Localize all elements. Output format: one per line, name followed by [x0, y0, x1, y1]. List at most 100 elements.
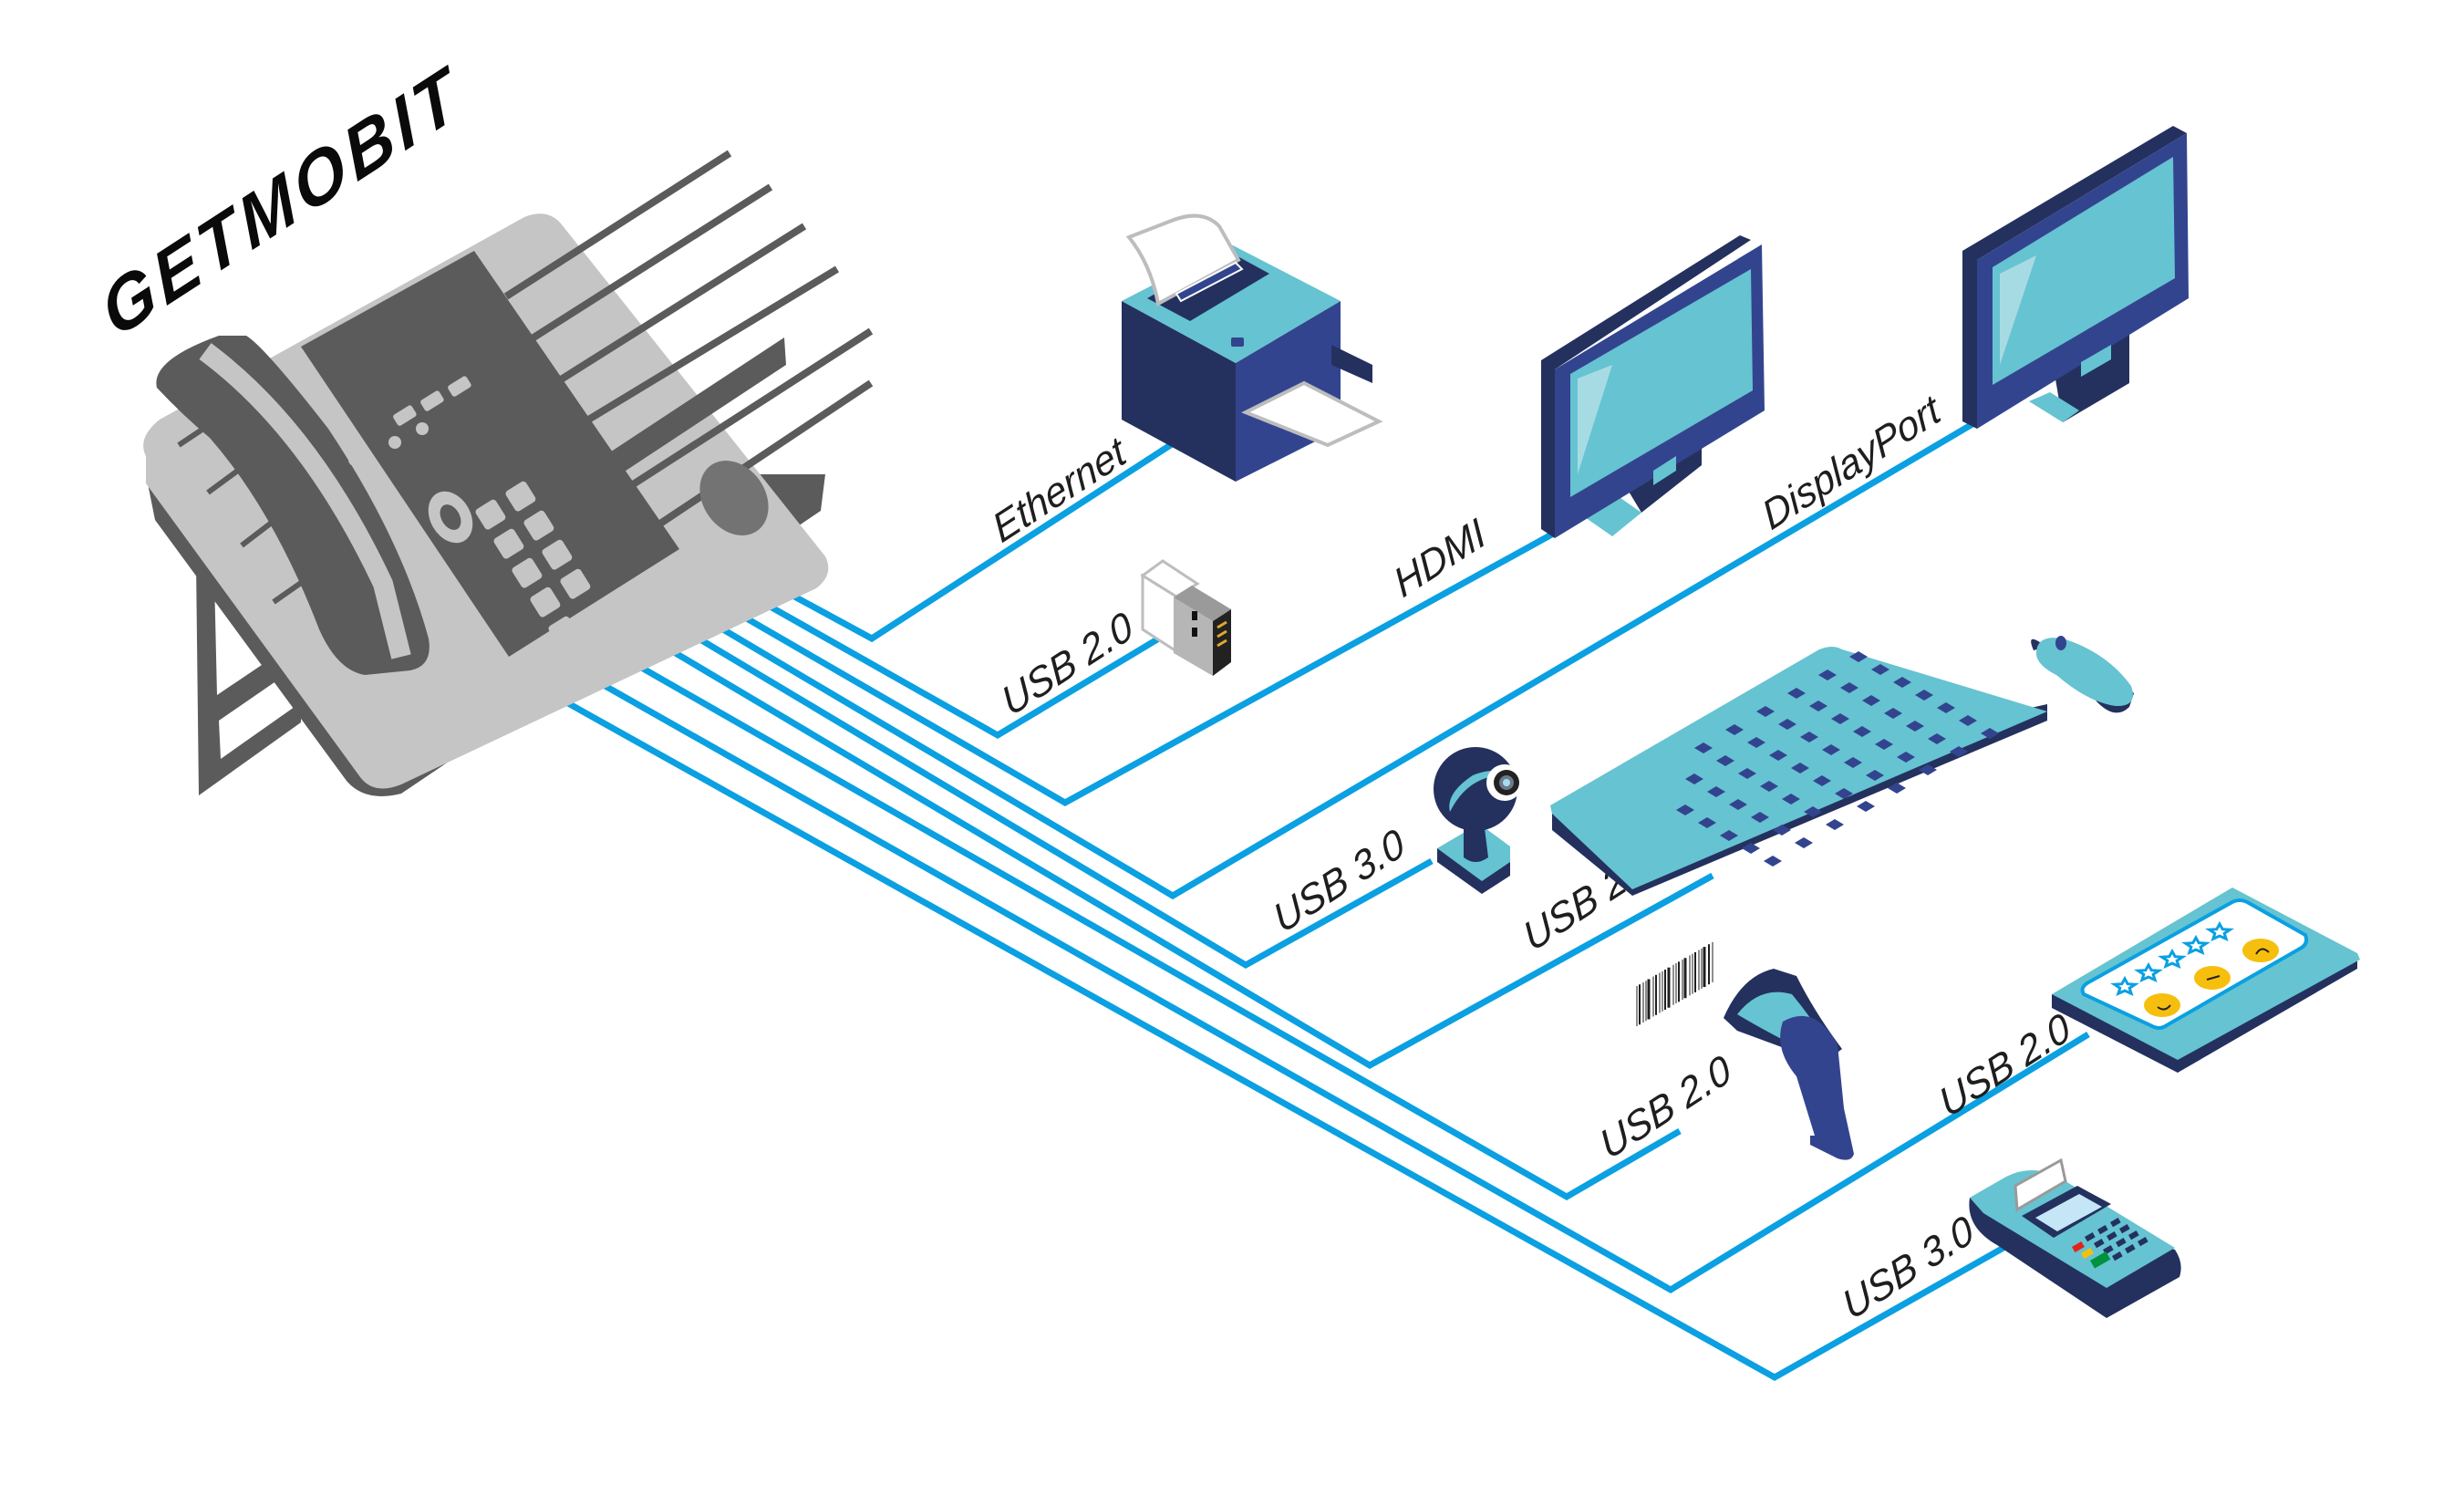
cable-displayport [706, 418, 1979, 900]
keyboard-key [1871, 664, 1889, 675]
keyboard-key [1707, 786, 1725, 797]
phone-handset [156, 336, 430, 675]
keyboard-key [1844, 757, 1862, 768]
keyboard-key [1698, 817, 1716, 828]
phone-stand [195, 483, 301, 795]
keyboard-icon [1550, 647, 2047, 896]
keyboard-key [1857, 801, 1875, 812]
phone-knob [699, 461, 769, 535]
cable-payment-terminal [558, 695, 2012, 1382]
phone-side-bar [597, 337, 786, 483]
payment-terminal-icon [1969, 1158, 2181, 1318]
keyboard-key [1826, 819, 1844, 830]
payment-key [2116, 1237, 2127, 1248]
keyboard-key [1835, 788, 1853, 799]
keyboard-key [1928, 733, 1946, 744]
keyboard-key [1760, 781, 1778, 792]
keyboard-key [1769, 750, 1787, 761]
keyboard-key [1937, 702, 1955, 713]
keyboard-key [1676, 805, 1694, 815]
keyboard-key [1685, 773, 1703, 784]
label-ethernet: Ethernet [986, 428, 1134, 552]
phone-keypad [348, 376, 591, 647]
keyboard-key [1716, 755, 1734, 766]
label-payment-terminal: USB 3.0 [1836, 1207, 1981, 1329]
phone-display-stripes [503, 150, 874, 533]
keyboard-keys [1676, 651, 1999, 867]
payment-key [2094, 1239, 2105, 1249]
cable-feedback-terminal [600, 680, 2090, 1294]
keyboard-key [1884, 708, 1902, 719]
payment-key [2124, 1244, 2136, 1254]
keyboard-key [1773, 825, 1791, 836]
keyboard-key [1888, 783, 1906, 794]
keyboard-key [1694, 742, 1713, 753]
barcode-scanner-icon [1724, 969, 1854, 1160]
mouse-icon [2031, 636, 2134, 713]
rating-star [2134, 961, 2163, 983]
rating-stars [2110, 920, 2234, 997]
payment-key [2112, 1251, 2123, 1261]
webcam-icon [1434, 747, 1523, 894]
keyboard-key [1809, 701, 1827, 711]
cable-hdmi [726, 524, 1567, 807]
keyboard-key [1840, 682, 1858, 693]
keyboard-key [1866, 770, 1884, 781]
usb-dongle-icon [1140, 559, 1231, 676]
payment-key [2097, 1224, 2108, 1235]
cable-ethernet [762, 431, 1189, 643]
payment-key [2119, 1224, 2130, 1234]
cable-barcode-scanner [637, 662, 1682, 1201]
label-barcode-scanner: USB 2.0 [1593, 1046, 1738, 1168]
payment-key [2110, 1218, 2121, 1228]
keyboard-key [1764, 856, 1782, 867]
keyboard-key [1897, 752, 1915, 763]
keyboard-key [1906, 721, 1924, 732]
keyboard-key [1756, 706, 1775, 717]
cable-keyboard [668, 646, 1714, 1070]
monitor-2-icon [1962, 126, 2189, 429]
label-displayport: DisplayPort [1755, 386, 1948, 539]
keyboard-key [1822, 744, 1840, 755]
monitor-1-icon [1541, 235, 1765, 538]
label-hdmi: HDMI [1387, 510, 1492, 607]
payment-key [2107, 1230, 2117, 1241]
cable-group [558, 418, 2090, 1382]
keyboard-key [1725, 724, 1744, 735]
barcode-icon [1636, 941, 1713, 1026]
keyboard-key [1782, 794, 1800, 805]
phone-side-rows [177, 410, 330, 605]
keyboard-key [1919, 764, 1937, 775]
keyboard-key [1751, 812, 1769, 823]
keyboard-key [1849, 651, 1868, 662]
keyboard-key [1742, 843, 1760, 854]
label-feedback-terminal: USB 2.0 [1932, 1004, 2077, 1126]
keyboard-key [1747, 737, 1765, 748]
keyboard-key [1831, 713, 1849, 724]
payment-key [2128, 1230, 2139, 1241]
keyboard-key [1791, 763, 1809, 773]
keyboard-key [1915, 690, 1933, 701]
keyboard-key [1778, 719, 1796, 730]
keyboard-key [1818, 670, 1837, 680]
label-group: Ethernet USB 2.0 HDMI DisplayPort USB 3.… [986, 386, 2077, 1329]
rating-star [2158, 948, 2187, 970]
rating-star [2181, 934, 2210, 956]
keyboard-key [1893, 677, 1911, 688]
printer-icon [1122, 213, 1383, 482]
keyboard-key [1813, 775, 1831, 786]
rating-star [2110, 975, 2139, 997]
keyboard-key [1981, 728, 1999, 739]
keyboard-key [1729, 799, 1747, 810]
keyboard-key [1787, 688, 1806, 699]
keyboard-key [1795, 837, 1813, 848]
keyboard-key [1853, 726, 1871, 737]
phone-handset-cord [199, 343, 411, 659]
keyboard-key [1950, 746, 1968, 757]
keyboard-key [1804, 806, 1822, 817]
rating-star [2205, 920, 2234, 942]
payment-key [2138, 1237, 2148, 1247]
keyboard-key [1720, 830, 1738, 841]
keyboard-key [1738, 768, 1756, 779]
